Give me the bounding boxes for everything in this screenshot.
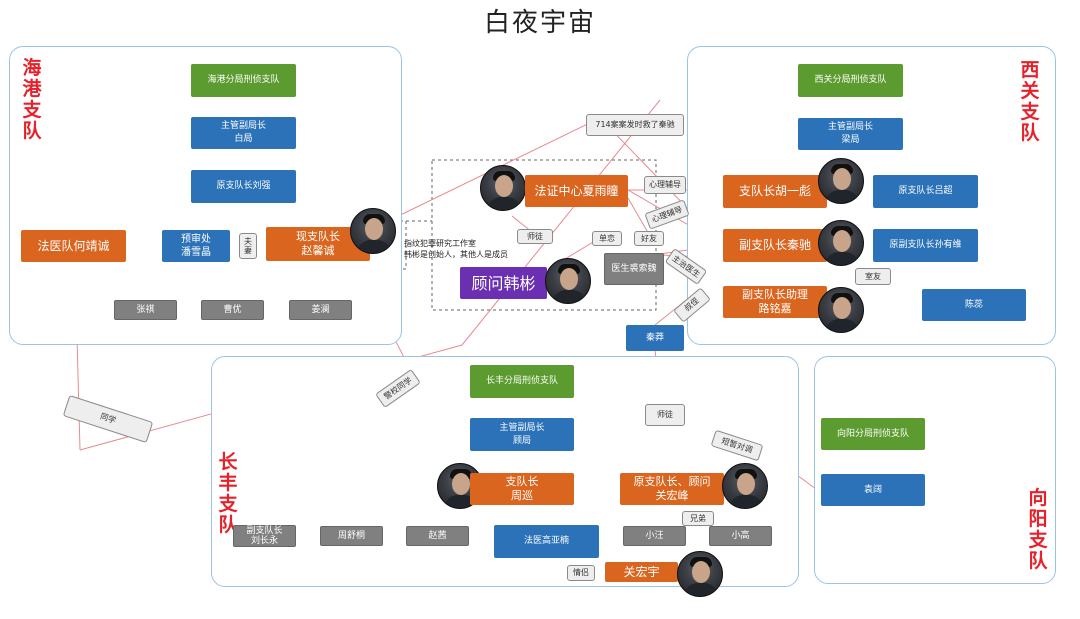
changfeng-member: 小汪 xyxy=(623,526,686,546)
haigang-captain-title: 现支队长 xyxy=(296,230,340,243)
relation-tag: 情侣 xyxy=(567,565,595,581)
relation-tag: 师徒 xyxy=(517,229,553,244)
changfeng-member: 赵茜 xyxy=(406,526,469,546)
changfeng-former: 原支队长、顾问 关宏峰 xyxy=(620,473,724,505)
xiguan-assistant-name: 路铭嘉 xyxy=(758,302,792,315)
qinyi-box: 秦莽 xyxy=(626,325,684,351)
avatar-zhao xyxy=(350,208,396,254)
forensic-center: 法证中心夏雨瞳 xyxy=(525,175,628,207)
changfeng-forensic: 法医高亚楠 xyxy=(494,525,599,558)
diagram-title: 白夜宇宙 xyxy=(483,8,596,38)
changfeng-captain-name: 周巡 xyxy=(511,489,533,502)
relation-tag: 好友 xyxy=(634,231,664,246)
changfeng-deputy: 主管副局长 顾局 xyxy=(470,418,574,451)
studio-note-line: 指纹犯罪研究工作室 xyxy=(404,239,476,248)
haigang-member: 姜澜 xyxy=(289,300,352,320)
haigang-captain-name: 赵馨诚 xyxy=(301,244,335,257)
haigang-deputy: 主管副局长 白局 xyxy=(191,117,296,149)
relation-tag: 兄弟 xyxy=(682,511,714,526)
changfeng-member: 周舒桐 xyxy=(320,526,383,546)
changfeng-deputy-title: 主管副局长 xyxy=(499,422,545,433)
haigang-member: 张祺 xyxy=(114,300,177,320)
relation-tag: 714案案发时救了秦驰 xyxy=(586,114,684,136)
couple-tag: 夫妻 xyxy=(239,233,257,259)
haigang-deputy-title: 主管副局长 xyxy=(220,121,266,131)
changfeng-member-name: 刘长永 xyxy=(250,536,278,546)
relation-tag: 室友 xyxy=(855,268,891,285)
avatar-guan-hongfeng xyxy=(722,463,768,509)
changfeng-member-title: 副支队长 xyxy=(246,526,283,536)
relation-tag: 心理辅导 xyxy=(644,176,686,194)
consultant-han: 顾问韩彬 xyxy=(460,267,547,299)
xiguan-deputy-name: 梁局 xyxy=(841,135,860,145)
avatar-qin xyxy=(818,220,864,266)
region-label-xiguan: 西关支队 xyxy=(1020,59,1040,144)
haigang-prosecutor-title: 预审处 xyxy=(181,234,211,245)
changfeng-member: 副支队长 刘长永 xyxy=(233,525,296,547)
avatar-guan-hongyu xyxy=(677,551,723,597)
changfeng-dept: 长丰分局刑侦支队 xyxy=(470,365,574,398)
xiguan-captain: 支队长胡一彪 xyxy=(723,175,827,208)
xiguan-vice: 副支队长秦驰 xyxy=(723,229,827,262)
changfeng-captain: 支队长 周巡 xyxy=(470,473,574,505)
haigang-prosecutor: 预审处 潘雪晶 xyxy=(162,230,230,262)
haigang-forensic: 法医队何靖诚 xyxy=(21,230,126,262)
avatar-hu xyxy=(818,158,864,204)
region-label-haigang: 海港支队 xyxy=(22,57,42,142)
xiguan-former-vice: 原副支队长孙有维 xyxy=(873,229,978,262)
changfeng-former-title: 原支队长、顾问 xyxy=(633,475,711,488)
xiguan-assistant: 副支队长助理 路铭嘉 xyxy=(723,286,827,318)
haigang-former-captain: 原支队长刘强 xyxy=(191,170,296,203)
xiangyang-member: 袁阔 xyxy=(821,474,925,506)
region-xiangyang xyxy=(814,356,1056,584)
avatar-han xyxy=(545,258,591,304)
region-label-changfeng: 长丰支队 xyxy=(218,451,238,536)
avatar-xia xyxy=(480,165,526,211)
relation-tag: 单恋 xyxy=(592,231,622,246)
haigang-dept: 海港分局刑侦支队 xyxy=(191,64,296,97)
region-label-xiangyang: 向阳支队 xyxy=(1028,487,1048,572)
changfeng-member: 小高 xyxy=(709,526,772,546)
chen-box: 陈蕊 xyxy=(922,289,1026,321)
xiguan-assistant-title: 副支队长助理 xyxy=(742,288,808,301)
xiguan-deputy: 主管副局长 梁局 xyxy=(798,118,903,150)
haigang-prosecutor-name: 潘雪晶 xyxy=(181,247,211,258)
studio-note: 指纹犯罪研究工作室 韩彬是创始人，其他人是成员 xyxy=(404,238,508,260)
xiguan-dept: 西关分局刑侦支队 xyxy=(798,64,903,97)
haigang-deputy-name: 白局 xyxy=(234,134,253,144)
changfeng-former-name: 关宏峰 xyxy=(655,489,689,502)
xiguan-former-captain: 原支队长吕超 xyxy=(873,175,978,208)
relation-tag: 师徒 xyxy=(645,404,685,426)
avatar-lu xyxy=(818,287,864,333)
guan-hongyu: 关宏宇 xyxy=(605,562,678,582)
xiangyang-dept: 向阳分局刑侦支队 xyxy=(821,418,925,450)
studio-note-line: 韩彬是创始人，其他人是成员 xyxy=(404,250,508,259)
changfeng-deputy-name: 顾局 xyxy=(512,435,531,446)
doctor: 医生裘索魏 xyxy=(604,253,664,285)
changfeng-captain-title: 支队长 xyxy=(505,475,539,488)
haigang-member: 曹优 xyxy=(201,300,264,320)
xiguan-deputy-title: 主管副局长 xyxy=(827,122,873,132)
